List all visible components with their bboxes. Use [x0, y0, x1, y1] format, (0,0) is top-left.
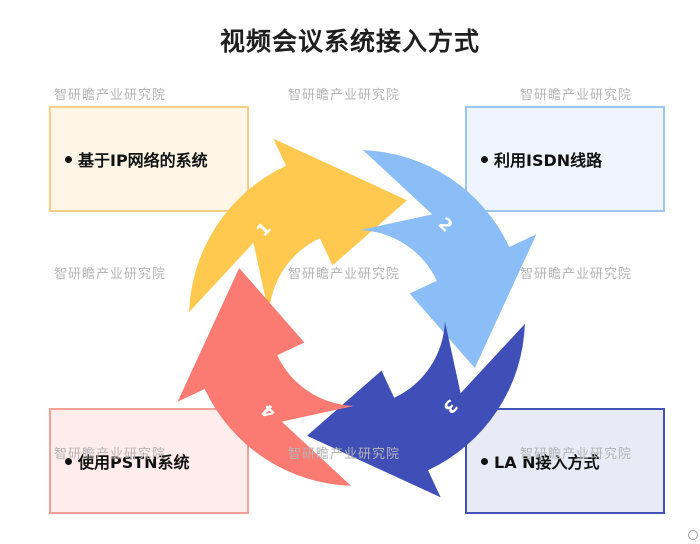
bullet-icon — [481, 457, 488, 465]
step-label: 使用PSTN系统 — [78, 453, 190, 472]
step-box-lan: LA N接入方式 — [465, 408, 665, 514]
bullet-icon — [65, 457, 72, 465]
bullet-icon — [65, 155, 72, 163]
step-box-pstn: 使用PSTN系统 — [49, 408, 249, 514]
corner-mark-icon — [688, 530, 698, 540]
cycle-arrow-3 — [307, 321, 525, 498]
step-box-isdn: 利用ISDN线路 — [465, 106, 665, 212]
page-title: 视频会议系统接入方式 — [219, 27, 480, 56]
cycle-arrow-1 — [189, 138, 407, 315]
step-label: 基于IP网络的系统 — [78, 151, 208, 170]
step-label: LA N接入方式 — [494, 453, 600, 472]
cycle-arrow-4 — [177, 268, 354, 486]
bullet-icon — [481, 155, 488, 163]
step-box-ip-network: 基于IP网络的系统 — [49, 106, 249, 212]
step-label: 利用ISDN线路 — [494, 151, 603, 170]
cycle-arrow-2 — [360, 150, 537, 368]
